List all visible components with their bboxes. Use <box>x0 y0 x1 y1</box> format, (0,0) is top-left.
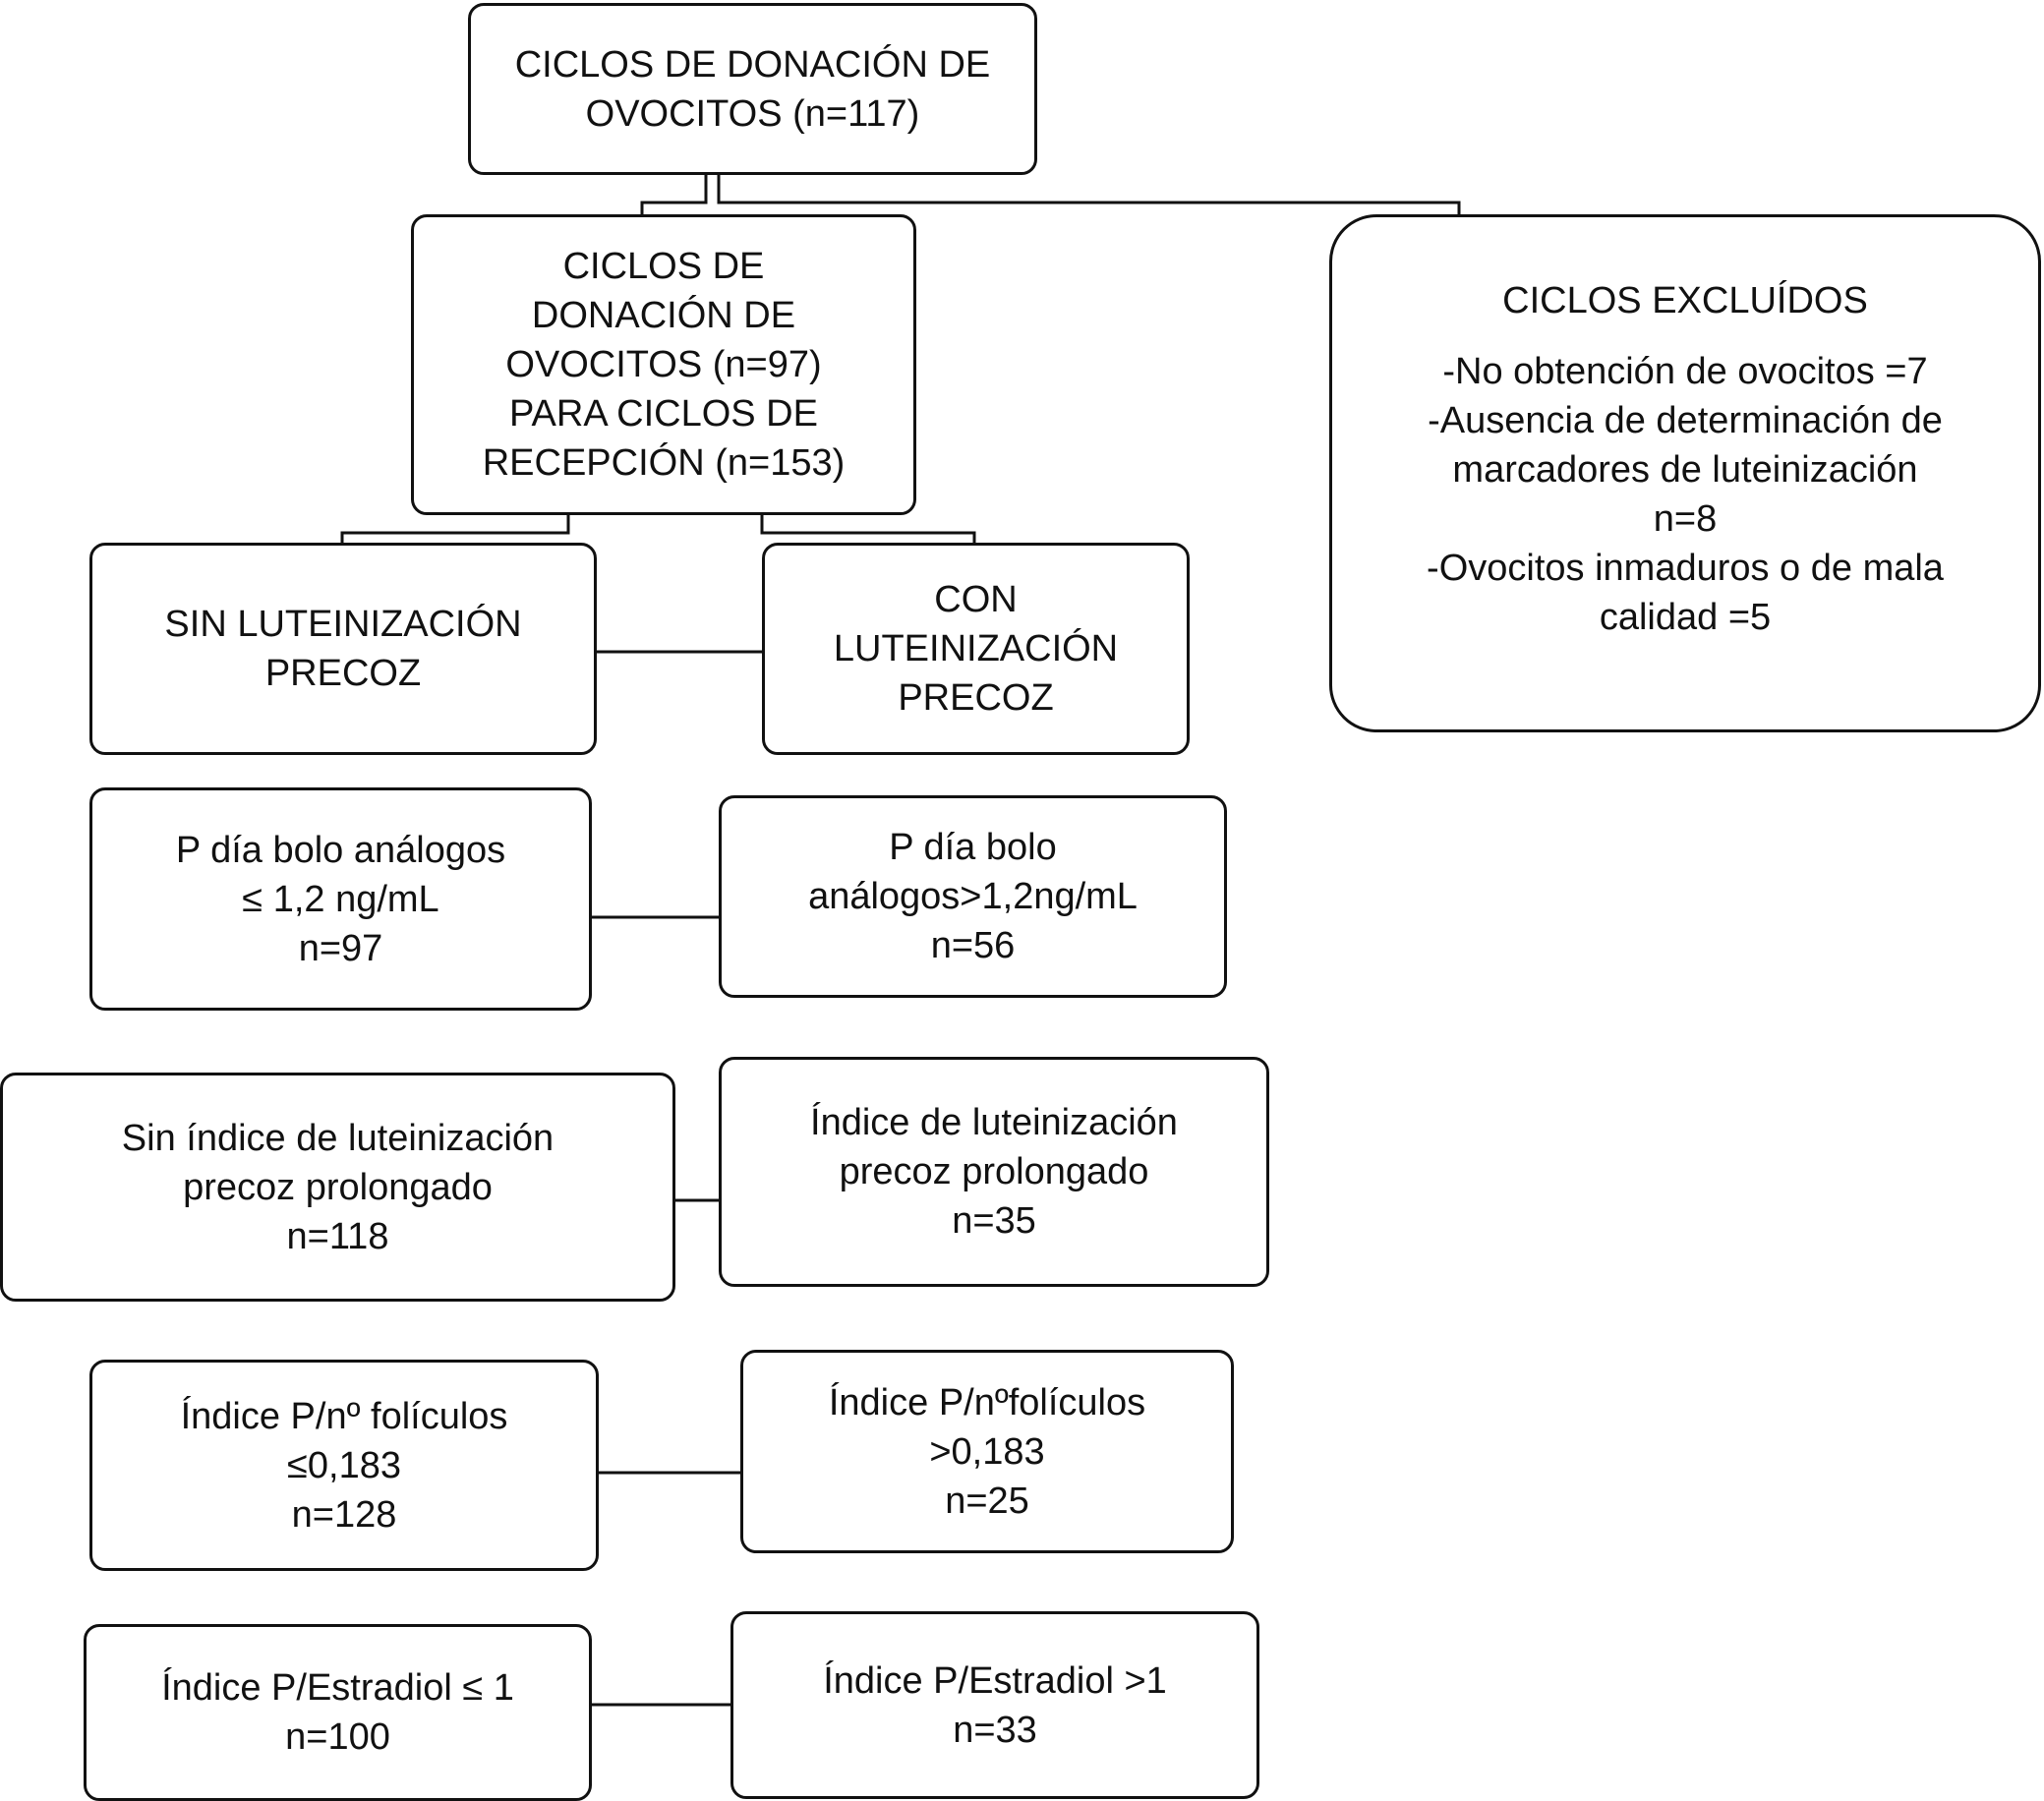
indice-estradiol-high-box: Índice P/Estradiol >1 n=33 <box>730 1611 1259 1799</box>
excluded-line-2: -Ausencia de determinación de <box>1428 400 1943 441</box>
excluded-box: CICLOS EXCLUÍDOS -No obtención de ovocit… <box>1329 214 2041 732</box>
row1-right-line-1: CON <box>934 579 1018 620</box>
excluded-line-4: n=8 <box>1653 498 1718 540</box>
row2-left-line-3: n=97 <box>298 927 383 969</box>
row3-left-line-3: n=118 <box>286 1215 389 1257</box>
indice-prolongado-box: Índice de luteinización precoz prolongad… <box>719 1057 1269 1287</box>
row2-right-line-1: P día bolo <box>889 827 1057 868</box>
row5-left-line-2: n=100 <box>285 1716 390 1758</box>
row1-right-line-3: PRECOZ <box>898 677 1054 719</box>
row3-right-line-3: n=35 <box>952 1200 1036 1242</box>
row4-left-line-3: n=128 <box>291 1493 397 1536</box>
row3-left-line-1: Sin índice de luteinización <box>121 1117 555 1159</box>
row4-right-line-1: Índice P/nºfolículos <box>828 1381 1146 1423</box>
excluded-line-1: -No obtención de ovocitos =7 <box>1442 351 1928 392</box>
row1-left-line-2: PRECOZ <box>264 653 422 694</box>
included-line-3: OVOCITOS (n=97) <box>505 344 822 385</box>
indice-foliculos-low-box: Índice P/nº folículos ≤0,183 n=128 <box>89 1360 599 1571</box>
row5-right-line-2: n=33 <box>953 1709 1037 1751</box>
sin-luteinizacion-box: SIN LUTEINIZACIÓN PRECOZ <box>89 543 597 755</box>
row2-right-line-3: n=56 <box>930 925 1016 966</box>
root-box: CICLOS DE DONACIÓN DE OVOCITOS (n=117) <box>468 3 1037 175</box>
row3-right-line-1: Índice de luteinización <box>810 1102 1178 1143</box>
row1-right-line-2: LUTEINIZACIÓN <box>833 628 1119 669</box>
included-line-5: RECEPCIÓN (n=153) <box>482 442 846 484</box>
connector-root-to-split <box>640 173 708 214</box>
row5-right-line-1: Índice P/Estradiol >1 <box>823 1659 1167 1702</box>
row3-left-line-2: precoz prolongado <box>183 1166 493 1208</box>
row4-right-line-2: >0,183 <box>929 1430 1045 1473</box>
indice-estradiol-low-box: Índice P/Estradiol ≤ 1 n=100 <box>84 1624 592 1801</box>
connector-included-to-con <box>760 513 976 543</box>
excluded-line-5: -Ovocitos inmaduros o de mala <box>1427 548 1944 589</box>
row1-left-line-1: SIN LUTEINIZACIÓN <box>164 604 522 645</box>
row2-right-line-2: análogos>1,2ng/mL <box>808 876 1138 917</box>
included-line-2: DONACIÓN DE <box>531 295 796 336</box>
row4-left-line-1: Índice P/nº folículos <box>180 1395 508 1437</box>
excluded-title: CICLOS EXCLUÍDOS <box>1502 280 1868 321</box>
row4-left-line-2: ≤0,183 <box>287 1444 401 1486</box>
excluded-line-3: marcadores de luteinización <box>1452 449 1918 491</box>
sin-indice-prolongado-box: Sin índice de luteinización precoz prolo… <box>0 1073 675 1302</box>
root-line-1: CICLOS DE DONACIÓN DE <box>514 43 991 86</box>
row3-right-line-2: precoz prolongado <box>839 1151 1149 1192</box>
row2-left-line-1: P día bolo análogos <box>175 829 506 871</box>
p-bolo-high-box: P día bolo análogos>1,2ng/mL n=56 <box>719 795 1227 998</box>
row4-right-line-3: n=25 <box>945 1480 1029 1522</box>
con-luteinizacion-box: CON LUTEINIZACIÓN PRECOZ <box>762 543 1190 755</box>
included-box: CICLOS DE DONACIÓN DE OVOCITOS (n=97) PA… <box>411 214 916 515</box>
connector-included-to-sin <box>340 513 570 543</box>
included-line-4: PARA CICLOS DE <box>509 393 818 435</box>
indice-foliculos-high-box: Índice P/nºfolículos >0,183 n=25 <box>740 1350 1234 1553</box>
row5-left-line-1: Índice P/Estradiol ≤ 1 <box>161 1667 514 1709</box>
root-line-2: OVOCITOS (n=117) <box>585 92 920 135</box>
p-bolo-low-box: P día bolo análogos ≤ 1,2 ng/mL n=97 <box>89 787 592 1011</box>
connector-root-to-excluded <box>717 173 1461 214</box>
excluded-line-6: calidad =5 <box>1599 597 1772 638</box>
included-line-1: CICLOS DE <box>562 246 765 287</box>
row2-left-line-2: ≤ 1,2 ng/mL <box>242 878 439 920</box>
